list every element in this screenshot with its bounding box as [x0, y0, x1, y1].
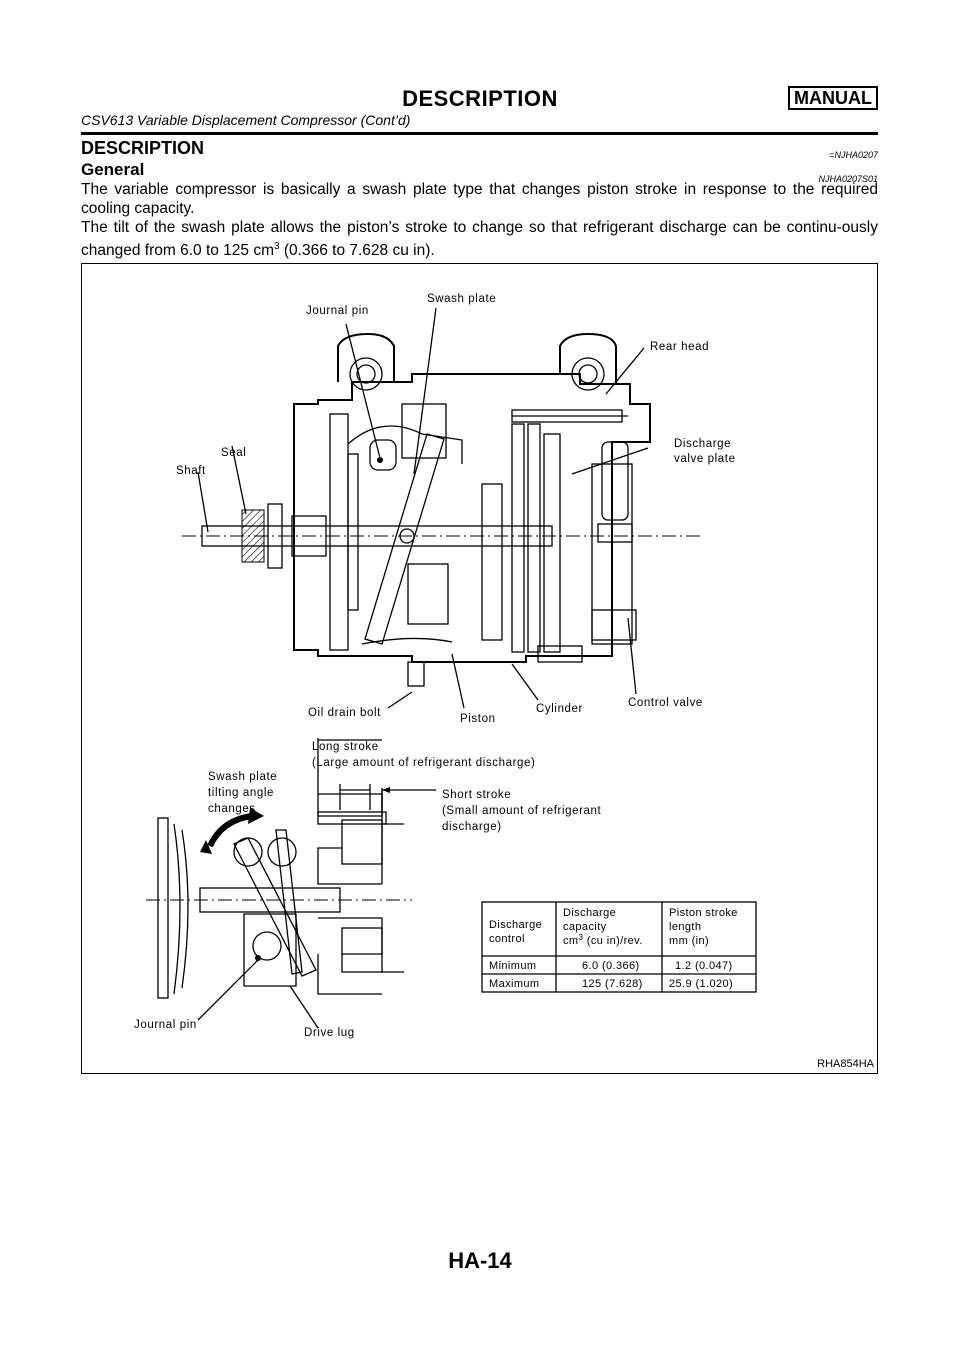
label-oil-drain-bolt: Oil drain bolt: [308, 707, 381, 719]
label-long-stroke-1: Long stroke: [312, 741, 379, 753]
table-row-max-control: Maximum: [489, 978, 539, 990]
paragraph-2-main: The tilt of the swash plate allows the p…: [81, 219, 878, 260]
table-header-control-2: control: [489, 933, 525, 945]
label-long-stroke-2: (Large amount of refrigerant discharge): [312, 757, 535, 769]
spec-table: [481, 901, 757, 993]
label-cylinder: Cylinder: [536, 703, 583, 715]
label-rear-head: Rear head: [650, 341, 709, 353]
subsection-title: General: [81, 160, 145, 179]
capacity-unit: cm: [563, 935, 578, 947]
label-short-stroke-1: Short stroke: [442, 789, 511, 801]
manual-badge: MANUAL: [788, 86, 878, 110]
figure-frame: [81, 263, 878, 1074]
page-header-subtitle: CSV613 Variable Displacement Compressor …: [81, 112, 411, 128]
capacity-unit-sup: 3: [578, 933, 583, 942]
label-drive-lug: Drive lug: [304, 1027, 355, 1039]
table-row-min-stroke: 1.2 (0.047): [675, 960, 733, 972]
figure-id: RHA854HA: [817, 1058, 874, 1070]
table-header-control-1: Discharge: [489, 919, 542, 931]
table-header-stroke-2: length: [669, 921, 701, 933]
paragraph-2-superscript: 3: [274, 241, 280, 252]
label-seal: Seal: [221, 447, 246, 459]
compressor-cross-section: [182, 307, 702, 709]
paragraph-2-tail: (0.366 to 7.628 cu in).: [279, 242, 435, 260]
label-swash-tilt-3: changes: [208, 803, 256, 815]
label-swash-tilt-1: Swash plate: [208, 771, 277, 783]
table-header-capacity-1: Discharge: [563, 907, 616, 919]
label-control-valve: Control valve: [628, 697, 703, 709]
header-rule: [81, 132, 878, 135]
label-journal-pin-top: Journal pin: [306, 305, 369, 317]
label-short-stroke-3: discharge): [442, 821, 502, 833]
section-code: =NJHA0207: [829, 150, 878, 160]
table-row-min-capacity: 6.0 (0.366): [582, 960, 640, 972]
label-shaft: Shaft: [176, 465, 206, 477]
paragraph-2: The tilt of the swash plate allows the p…: [81, 218, 878, 260]
table-header-capacity-2: capacity: [563, 921, 607, 933]
table-header-capacity-3: cm3 (cu in)/rev.: [563, 933, 643, 947]
table-row-max-stroke: 25.9 (1.020): [669, 978, 733, 990]
table-row-min-control: Minimum: [489, 960, 536, 972]
label-journal-pin-bottom: Journal pin: [134, 1019, 197, 1031]
paragraph-1: The variable compressor is basically a s…: [81, 181, 878, 217]
capacity-unit-tail: (cu in)/rev.: [583, 935, 642, 947]
label-discharge-valve-1: Discharge: [674, 438, 731, 450]
table-header-stroke-1: Piston stroke: [669, 907, 738, 919]
table-header-stroke-3: mm (in): [669, 935, 709, 947]
table-row-max-capacity: 125 (7.628): [582, 978, 643, 990]
label-piston: Piston: [460, 713, 496, 725]
subsection-code: NJHA0207S01: [818, 174, 878, 184]
label-short-stroke-2: (Small amount of refrigerant: [442, 805, 602, 817]
label-swash-plate-top: Swash plate: [427, 293, 496, 305]
page-number: HA-14: [448, 1248, 512, 1273]
page-header-title: DESCRIPTION: [402, 86, 558, 111]
label-discharge-valve-2: valve plate: [674, 453, 736, 465]
label-swash-tilt-2: tilting angle: [208, 787, 274, 799]
compressor-figure: Journal pin Swash plate Rear head Discha…: [134, 293, 757, 1039]
stroke-schematic: [146, 738, 436, 1029]
section-title: DESCRIPTION: [81, 138, 205, 158]
